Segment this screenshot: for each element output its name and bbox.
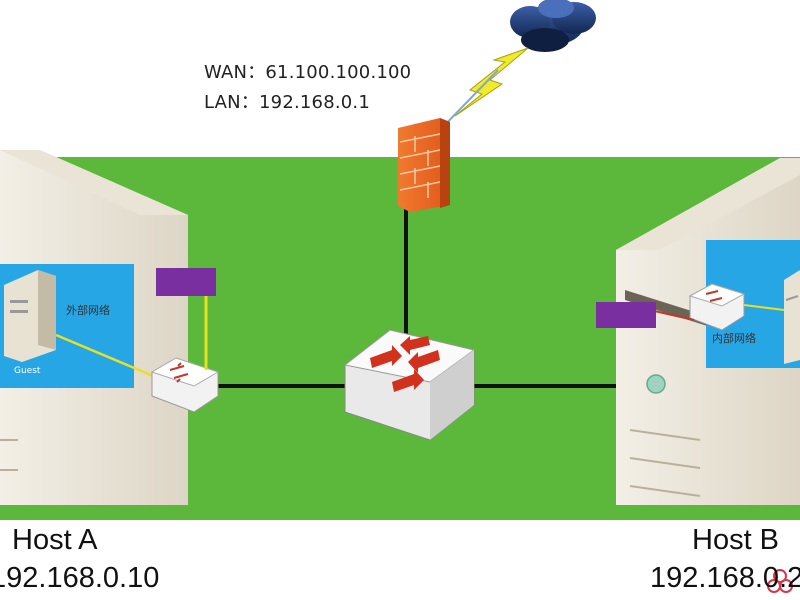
core-switch-icon bbox=[343, 329, 476, 441]
watermark-logo-icon bbox=[767, 569, 793, 593]
guest-label: Guest bbox=[14, 366, 41, 376]
host-b-adapter bbox=[596, 302, 656, 328]
wan-address-label: WAN：61.100.100.100 bbox=[204, 62, 412, 83]
host-a-adapter bbox=[156, 268, 216, 296]
host-b-virtual-switch-icon bbox=[688, 283, 746, 331]
internal-network-label: 内部网络 bbox=[712, 332, 756, 345]
lan-address-label: LAN：192.168.0.1 bbox=[204, 92, 371, 113]
guest-server-icon bbox=[4, 270, 56, 362]
external-network-label: 外部网络 bbox=[66, 304, 110, 317]
internet-cloud-icon bbox=[510, 0, 596, 52]
lightning-icon bbox=[454, 47, 529, 117]
host-a-name: Host A bbox=[12, 524, 98, 556]
host-a-ip: 192.168.0.10 bbox=[0, 562, 160, 594]
firewall-icon bbox=[398, 118, 450, 212]
host-b-ip: 192.168.0.2 bbox=[650, 562, 800, 594]
host-b-name: Host B bbox=[692, 524, 780, 556]
host-b-internal-server-icon bbox=[784, 270, 800, 364]
host-a-virtual-switch-icon bbox=[150, 357, 220, 413]
